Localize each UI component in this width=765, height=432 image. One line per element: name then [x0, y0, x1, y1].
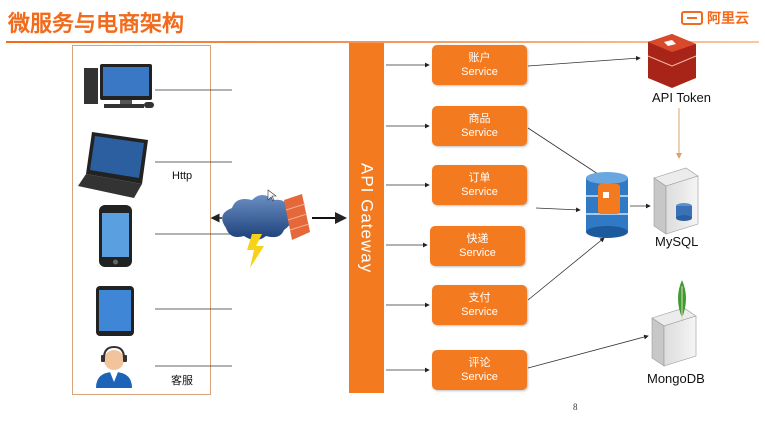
api-token-label: API Token: [652, 90, 711, 105]
service-to-queue-arrow: [528, 238, 604, 300]
laptop-icon: [78, 132, 148, 198]
internet-cloud-icon: [222, 195, 291, 268]
smartphone-icon: [99, 205, 132, 267]
order-service-box: 订单 Service: [432, 165, 527, 205]
service-to-queue-arrow: [536, 208, 580, 210]
customer-support-agent-icon: [96, 347, 132, 388]
account-service-box: 账户 Service: [432, 45, 527, 85]
service-suffix: Service: [432, 65, 527, 79]
redis-icon: [648, 34, 696, 88]
product-service-box: 商品 Service: [432, 106, 527, 146]
service-to-mongodb-arrow: [528, 336, 648, 368]
service-name: 订单: [432, 171, 527, 185]
service-to-redis-arrow: [528, 58, 640, 66]
payment-service-box: 支付 Service: [432, 285, 527, 325]
review-service-box: 评论 Service: [432, 350, 527, 390]
service-name: 支付: [432, 291, 527, 305]
service-suffix: Service: [432, 305, 527, 319]
delivery-service-box: 快递 Service: [430, 226, 525, 266]
service-name: 快递: [430, 232, 525, 246]
service-name: 评论: [432, 356, 527, 370]
service-suffix: Service: [430, 246, 525, 260]
service-to-queue-arrow: [528, 128, 604, 178]
mongodb-label: MongoDB: [647, 371, 705, 386]
page-number: 8: [573, 402, 578, 412]
service-name: 账户: [432, 51, 527, 65]
customer-support-label: 客服: [171, 372, 193, 388]
firewall-icon: [284, 194, 310, 240]
mongodb-server-icon: [652, 280, 696, 366]
api-gateway-label: API Gateway: [357, 163, 377, 273]
service-suffix: Service: [432, 126, 527, 140]
service-suffix: Service: [432, 185, 527, 199]
tablet-icon: [96, 286, 134, 336]
mysql-label: MySQL: [655, 234, 698, 249]
http-label: Http: [172, 170, 192, 182]
message-queue-icon: [586, 172, 628, 238]
api-gateway-bar: API Gateway: [349, 43, 384, 393]
service-name: 商品: [432, 112, 527, 126]
service-suffix: Service: [432, 370, 527, 384]
desktop-computer-icon: [84, 64, 154, 108]
mysql-server-icon: [654, 168, 698, 234]
